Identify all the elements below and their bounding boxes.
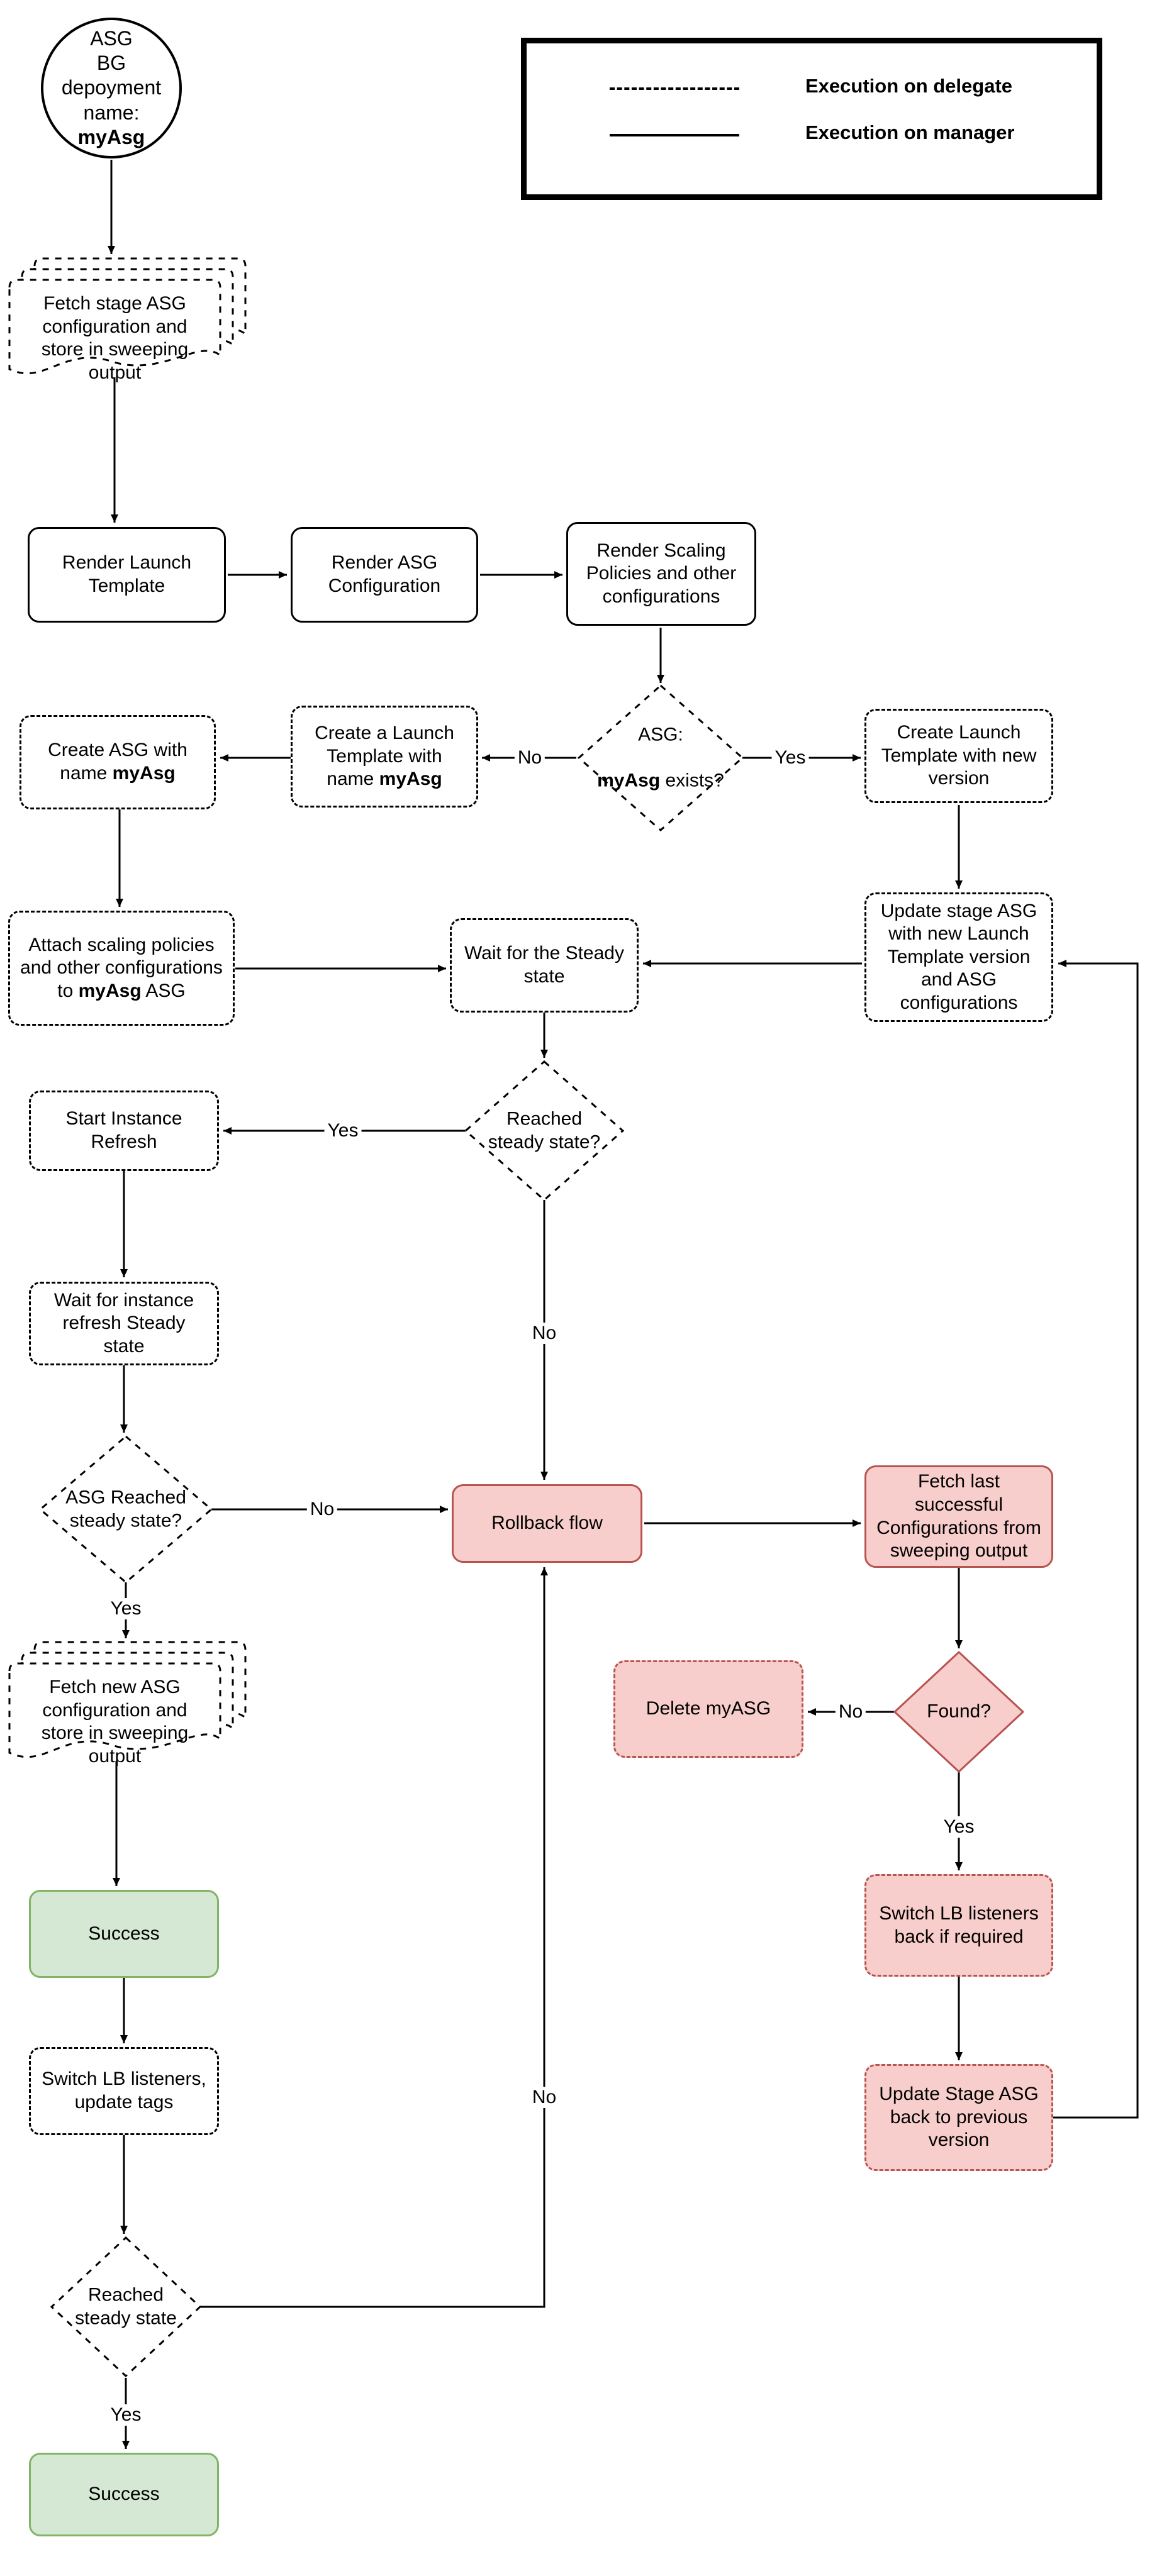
node-render-launch-template: Render Launch Template xyxy=(28,527,226,623)
node-success-bottom: Success xyxy=(29,2453,219,2536)
node-render-scaling-policies: Render Scaling Policies and other config… xyxy=(566,522,756,626)
asg-reached-diamond-label: ASG Reached steady state? xyxy=(65,1487,186,1531)
node-fetch-last-successful: Fetch last successful Configurations fro… xyxy=(864,1465,1053,1568)
create-launch-new-label: Create Launch Template with new version xyxy=(881,722,1037,789)
success-upper-label: Success xyxy=(88,1923,160,1944)
attach-label: Attach scaling policies and other config… xyxy=(20,934,223,1001)
reached-steady2-diamond-label: Reached steady state xyxy=(75,2284,177,2328)
edge-label-no-bottom: No xyxy=(528,2087,560,2108)
fetch-stage-doc-front xyxy=(8,279,221,375)
node-switch-lb-listeners: Switch LB listeners, update tags xyxy=(29,2047,219,2135)
edge-label-yes-reached: Yes xyxy=(324,1120,362,1141)
node-start: ASG BG depoyment name: myAsg xyxy=(41,18,182,158)
reached-steady2-diamond xyxy=(50,2236,202,2378)
node-wait-for-steady-state: Wait for the Steady state xyxy=(450,918,639,1013)
edge-label-no-exists: No xyxy=(514,747,545,769)
render-asg-label: Render ASG Configuration xyxy=(328,552,441,596)
node-success-upper: Success xyxy=(29,1890,219,1978)
start-refresh-label: Start Instance Refresh xyxy=(65,1108,182,1152)
create-launch-myasg-label: Create a Launch Template with name myAsg xyxy=(315,723,454,790)
node-rollback-flow: Rollback flow xyxy=(452,1484,642,1563)
reached-steady1-diamond xyxy=(464,1060,625,1201)
node-delete-myasg: Delete myASG xyxy=(613,1660,803,1758)
update-stage-back-label: Update Stage ASG back to previous versio… xyxy=(879,2084,1039,2151)
render-launch-label: Render Launch Template xyxy=(62,552,192,596)
fetch-last-label: Fetch last successful Configurations fro… xyxy=(876,1471,1041,1562)
node-create-launch-template-myasg: Create a Launch Template with name myAsg xyxy=(291,706,478,808)
found-diamond-label: Found? xyxy=(927,1701,991,1722)
create-asg-label: Create ASG with name myAsg xyxy=(48,740,187,784)
start-label: ASG BG depoyment name: myAsg xyxy=(61,27,162,148)
node-update-stage-asg: Update stage ASG with new Launch Templat… xyxy=(864,892,1053,1022)
node-switch-lb-back: Switch LB listeners back if required xyxy=(864,1874,1053,1977)
node-update-stage-asg-back: Update Stage ASG back to previous versio… xyxy=(864,2064,1053,2171)
node-render-asg-configuration: Render ASG Configuration xyxy=(291,527,478,623)
node-wait-instance-refresh: Wait for instance refresh Steady state xyxy=(29,1282,219,1365)
legend-dashed-line-sample xyxy=(610,87,739,90)
legend: Execution on delegate Execution on manag… xyxy=(521,38,1102,200)
success-bottom-label: Success xyxy=(88,2484,160,2505)
edge-label-yes-found: Yes xyxy=(940,1816,978,1838)
edge-label-no-found: No xyxy=(835,1701,866,1723)
update-stage-label: Update stage ASG with new Launch Templat… xyxy=(880,900,1037,1013)
edge-label-yes-exists: Yes xyxy=(771,747,809,769)
reached-steady1-diamond-label: Reached steady state? xyxy=(488,1108,601,1152)
fetch-new-doc-front xyxy=(8,1662,221,1758)
edge-label-no-reached: No xyxy=(528,1323,560,1344)
switch-lb-back-label: Switch LB listeners back if required xyxy=(879,1902,1039,1947)
legend-label-manager: Execution on manager xyxy=(805,121,1015,144)
wait-instance-label: Wait for instance refresh Steady state xyxy=(53,1289,194,1357)
asg-exists-diamond-label: ASG: myAsg exists? xyxy=(597,724,724,791)
node-fetch-new-label: Fetch new ASG configuration and store in… xyxy=(41,1677,189,1767)
node-create-launch-template-new: Create Launch Template with new version xyxy=(864,709,1053,803)
switch-lb-label: Switch LB listeners, update tags xyxy=(42,2068,206,2112)
edge-reached2-no-loop-to-rollback xyxy=(200,1567,548,2308)
edge-label-yes-bottom: Yes xyxy=(107,2404,145,2426)
node-fetch-stage-label: Fetch stage ASG configuration and store … xyxy=(41,293,189,383)
delete-myasg-label: Delete myASG xyxy=(646,1698,771,1719)
found-diamond xyxy=(893,1651,1024,1773)
node-create-asg: Create ASG with name myAsg xyxy=(20,715,216,809)
legend-label-delegate: Execution on delegate xyxy=(805,75,1013,97)
wait-steady-label: Wait for the Steady state xyxy=(464,943,624,987)
edge-label-yes-asg-reached: Yes xyxy=(107,1598,145,1619)
legend-solid-line-sample xyxy=(610,134,739,136)
edge-label-no-asg-reached: No xyxy=(306,1499,338,1520)
rollback-label: Rollback flow xyxy=(491,1513,603,1534)
node-start-instance-refresh: Start Instance Refresh xyxy=(29,1091,219,1171)
asg-exists-diamond xyxy=(577,684,744,832)
node-attach-scaling-policies: Attach scaling policies and other config… xyxy=(8,911,235,1026)
render-scaling-label: Render Scaling Policies and other config… xyxy=(586,540,737,607)
edge-update-back-loop-to-update-stage xyxy=(1053,960,1139,2119)
asg-reached-diamond xyxy=(38,1435,213,1584)
